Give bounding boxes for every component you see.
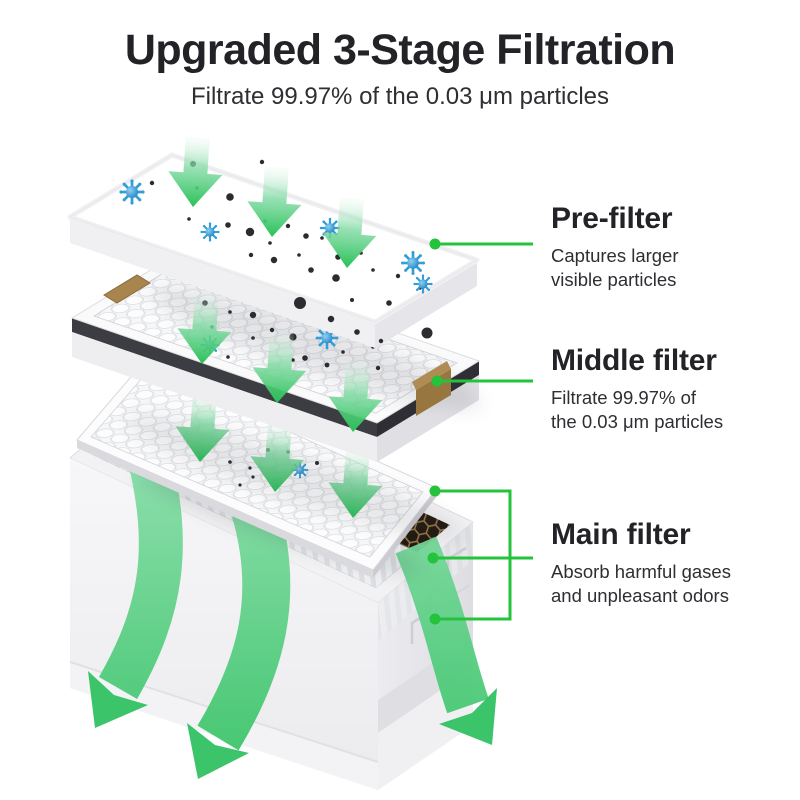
main-filter-heading: Main filter [551, 518, 691, 551]
pre-filter-heading: Pre-filter [551, 202, 673, 235]
main-filter-label: Main filter Absorb harmful gases and unp… [551, 518, 791, 609]
middle-filter-heading: Middle filter [551, 344, 717, 377]
callout-connectors [427, 238, 533, 625]
virus-icon [412, 273, 434, 295]
flow-arrows [88, 454, 497, 779]
tape-tab [103, 274, 151, 304]
connector-dot-icon [431, 375, 443, 387]
connector-dot-icon [429, 238, 441, 250]
page-title: Upgraded 3-Stage Filtration [124, 26, 676, 74]
main-filter-connector-bracket [433, 489, 533, 621]
flow-arrow-icon [395, 536, 489, 714]
page-subtitle: Filtrate 99.97% of the 0.03 μm particles [190, 83, 610, 110]
pre-filter-description: Captures larger visible particles [551, 245, 679, 291]
connector-dot-icon [429, 613, 441, 625]
virus-icon [199, 221, 221, 243]
virus-icon [118, 178, 146, 206]
flow-arrow-icon [98, 454, 183, 699]
flow-arrow-icon [197, 503, 291, 751]
virus-icon [399, 249, 427, 277]
main-filter-description: Absorb harmful gases and unpleasant odor… [551, 561, 731, 607]
connector-dot-icon [427, 552, 439, 564]
pre-particles [118, 159, 434, 344]
middle-filter-label: Middle filter Filtrate 99.97% of the 0.0… [551, 344, 791, 435]
middle-filter-description: Filtrate 99.97% of the 0.03 μm particles [551, 387, 724, 433]
pre-filter-label: Pre-filter Captures larger visible parti… [551, 202, 791, 293]
tape-tab [412, 361, 451, 390]
pre-filter-slab [67, 152, 480, 348]
connector-dot-icon [429, 485, 441, 497]
